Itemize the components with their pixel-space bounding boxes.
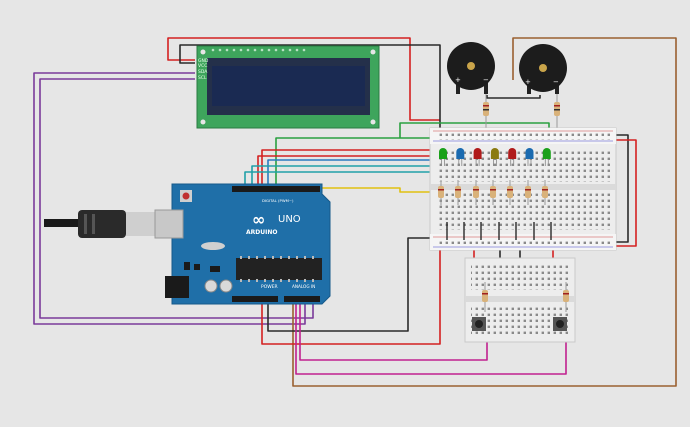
lcd-pin-sda: SDA (198, 69, 208, 75)
buzzer-resistors (483, 94, 560, 132)
svg-text:−: − (553, 78, 559, 86)
led-resistors (438, 180, 548, 205)
power-header[interactable] (232, 296, 278, 302)
power-jack[interactable] (165, 276, 189, 298)
lcd-screen (212, 66, 365, 106)
usb-port[interactable] (154, 209, 184, 239)
wire-blue-1[interactable] (267, 159, 462, 188)
small-resistor-right[interactable] (563, 282, 569, 312)
led-5-body (508, 148, 517, 159)
usb-cable[interactable] (44, 210, 156, 238)
digital-header-label: DIGITAL (PWM~) (262, 198, 294, 203)
wire-lcd-purple-1[interactable] (33, 72, 306, 325)
resistor-led-3[interactable] (473, 180, 479, 205)
main-breadboard[interactable] (429, 127, 617, 251)
small-breadboard[interactable] (464, 257, 576, 343)
lcd-pin-labels: GND VCC SDA SCL (198, 58, 209, 81)
wire-gnd-black[interactable] (267, 237, 440, 332)
arduino-uno[interactable]: ∞ ARDUINO UNO DIGITAL (PWM~) POWER ANALO… (154, 183, 331, 305)
buzzer-left[interactable]: + − (447, 42, 495, 94)
digital-header[interactable] (232, 186, 320, 192)
pushbutton-right[interactable] (553, 317, 567, 331)
analog-header-label: ANALOG IN (292, 284, 315, 289)
capacitor-2 (219, 279, 233, 293)
lcd-pin-scl: SCL (198, 75, 207, 81)
led-6-body (525, 148, 534, 159)
wire-power-red[interactable] (261, 238, 441, 345)
wire-button-magenta-1[interactable] (299, 297, 488, 361)
lcd-pin-gnd: GND (198, 58, 209, 64)
led-1-body (439, 148, 447, 159)
led-4-body (490, 148, 499, 159)
wire-bb-red-right[interactable] (612, 139, 637, 247)
led-2-body (456, 148, 465, 159)
lcd-pin-vcc: VCC (198, 63, 207, 69)
resistor-led-2[interactable] (455, 180, 461, 205)
led-3-body (473, 148, 482, 159)
analog-header[interactable] (284, 296, 320, 302)
power-header-label: POWER (261, 284, 278, 290)
wire-buzzer-brown[interactable] (292, 37, 677, 387)
wire-lcd-purple-2[interactable] (39, 78, 314, 319)
lcd-header-pins (211, 48, 306, 52)
wire-lcd-black[interactable] (179, 44, 441, 132)
arduino-logo: ∞ ARDUINO (246, 210, 277, 236)
wire-lcd-red[interactable] (167, 37, 440, 121)
capacitor-1 (204, 279, 218, 293)
ground-jumpers (446, 222, 552, 240)
wire-teal-2[interactable] (244, 171, 440, 188)
led-6[interactable] (525, 148, 534, 166)
resistor-led-4[interactable] (490, 180, 496, 205)
pushbutton-left[interactable] (472, 317, 486, 331)
buzzer-left-center (467, 62, 475, 70)
led-2[interactable] (456, 148, 465, 166)
led-4[interactable] (490, 148, 499, 166)
led-7-body (542, 148, 551, 159)
led-1[interactable] (439, 148, 447, 166)
led-row (439, 148, 551, 166)
microcontroller-chip (236, 258, 322, 280)
arduino-model: UNO (278, 214, 301, 225)
led-3[interactable] (473, 148, 482, 166)
wire-buzzer-black[interactable] (486, 95, 541, 99)
buzzer-right[interactable]: + − (519, 44, 567, 94)
resistor-led-7[interactable] (542, 180, 548, 205)
svg-text:−: − (483, 76, 489, 84)
led-7[interactable] (542, 148, 551, 166)
buzzer-right-center (539, 64, 547, 72)
small-resistor-left[interactable] (482, 282, 488, 312)
resistor-led-5[interactable] (507, 180, 513, 205)
resistor-led-6[interactable] (525, 180, 531, 205)
crystal (201, 242, 225, 250)
resistor-led-1[interactable] (438, 180, 444, 205)
led-5[interactable] (508, 148, 517, 166)
lcd-module[interactable]: GND VCC SDA SCL (196, 45, 380, 129)
svg-text:+: + (525, 78, 531, 86)
wire-red-d2[interactable] (257, 155, 444, 188)
arduino-brand: ARDUINO (246, 229, 277, 236)
wire-green-2[interactable] (275, 137, 441, 188)
svg-text:+: + (455, 76, 461, 84)
wire-button-magenta-2[interactable] (295, 297, 567, 375)
logo-infinity-icon: ∞ (252, 210, 265, 229)
